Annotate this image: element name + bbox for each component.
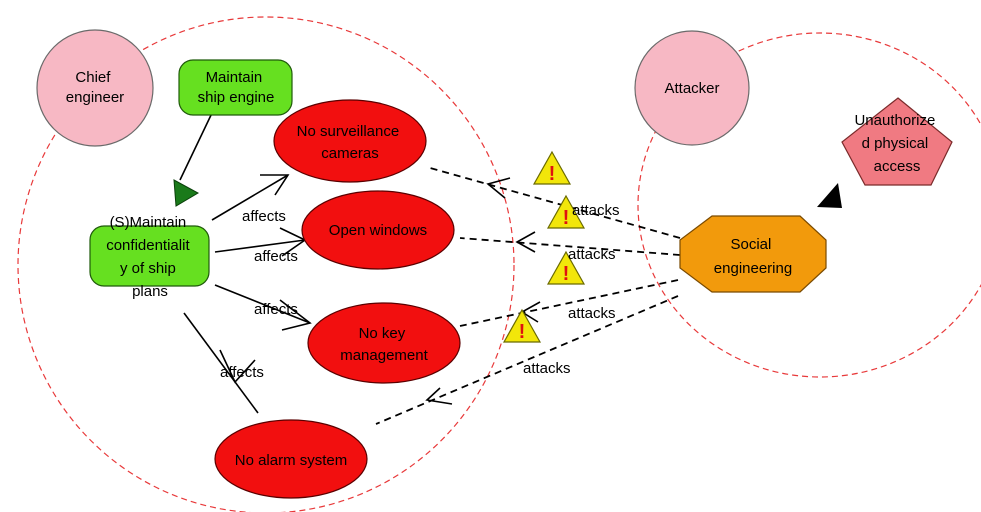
attacks-label-alarm: attacks <box>523 360 571 377</box>
warning-icons: ! ! ! ! <box>502 150 586 343</box>
arrowhead-alarm <box>219 349 256 384</box>
confidentiality-line: confidentialit <box>106 237 190 254</box>
affects-label-key-management: affects <box>254 301 298 318</box>
social-engineering-threat[interactable] <box>679 215 827 293</box>
edge-affects-key-management <box>214 284 311 324</box>
confidentiality-label: (S)Maintain confidentialit y of ship pla… <box>106 214 194 300</box>
cameras-line: No surveillance <box>297 123 400 140</box>
confidentiality-line: plans <box>132 283 168 300</box>
open-windows-vulnerability[interactable] <box>301 190 455 270</box>
no-alarm-system-vulnerability[interactable] <box>214 419 368 499</box>
warning-icon: ! <box>546 250 586 285</box>
unauthorized-line: d physical <box>862 135 929 152</box>
svg-text:!: ! <box>549 163 556 185</box>
goal-arrowhead <box>173 179 200 207</box>
edge-attacks-alarm <box>375 295 679 425</box>
warning-icon: ! <box>532 150 572 185</box>
attacker-goal-arrowhead <box>817 183 842 208</box>
svg-text:!: ! <box>563 263 570 285</box>
social-engineering-label: Social engineering <box>714 236 792 277</box>
attacker-label: Attacker <box>664 80 719 97</box>
attacker-boundary <box>637 32 981 378</box>
edge-maintain-to-confidentiality <box>179 112 213 181</box>
key-management-line: management <box>340 347 428 364</box>
no-key-management-vulnerability[interactable] <box>307 302 461 384</box>
social-engineering-line: Social <box>730 236 771 253</box>
open-windows-label: Open windows <box>329 222 427 239</box>
social-engineering-line: engineering <box>714 260 792 277</box>
attack-arrowhead-windows <box>515 231 536 253</box>
arrowhead-key-management <box>279 299 312 331</box>
unauthorized-physical-access-goal[interactable] <box>841 97 953 186</box>
attacks-label-windows: attacks <box>568 246 616 263</box>
confidentiality-line: y of ship <box>120 260 176 277</box>
no-key-management-label: No key management <box>340 325 428 364</box>
attack-arrowhead-cameras <box>486 177 511 199</box>
cameras-line: cameras <box>321 145 379 162</box>
unauthorized-line: Unauthorize <box>854 112 935 129</box>
attack-arrowhead-alarm <box>425 387 453 405</box>
unauthorized-line: access <box>874 158 921 175</box>
maintain-engine-goal[interactable] <box>178 59 293 116</box>
edge-attacks-cameras <box>429 167 681 239</box>
unauthorized-physical-access-label: Unauthorize d physical access <box>854 112 939 175</box>
edge-attacks-key-management <box>459 279 679 327</box>
warning-icon: ! <box>546 194 586 229</box>
attacker-actor[interactable] <box>634 30 750 146</box>
arrowhead-cameras <box>260 174 290 196</box>
chief-engineer-line: engineer <box>66 89 124 106</box>
maintain-engine-line: Maintain <box>206 69 263 86</box>
chief-engineer-boundary <box>17 16 515 512</box>
edge-affects-windows <box>214 239 306 253</box>
chief-engineer-label: Chief engineer <box>66 69 124 106</box>
svg-text:!: ! <box>519 321 526 343</box>
key-management-line: No key <box>359 325 406 342</box>
confidentiality-goal[interactable] <box>89 225 210 287</box>
edge-affects-alarm <box>183 312 259 414</box>
maintain-engine-line: ship engine <box>198 89 275 106</box>
attacks-label-cameras: attacks <box>572 202 620 219</box>
affects-edges <box>179 112 312 414</box>
chief-engineer-actor[interactable] <box>36 29 154 147</box>
chief-engineer-line: Chief <box>75 69 111 86</box>
maintain-engine-label: Maintain ship engine <box>198 69 275 106</box>
no-surveillance-cameras-label: No surveillance cameras <box>297 123 404 162</box>
attack-arrowheads <box>425 177 541 405</box>
edge-affects-cameras <box>211 174 289 221</box>
no-surveillance-cameras-vulnerability[interactable] <box>273 99 427 183</box>
affects-label-alarm: affects <box>220 364 264 381</box>
attacks-edges <box>375 167 681 425</box>
attacks-label-key-management: attacks <box>568 305 616 322</box>
affects-label-windows: affects <box>254 248 298 265</box>
warning-icon: ! <box>502 308 542 343</box>
edge-attacks-windows <box>459 237 681 256</box>
confidentiality-line: (S)Maintain <box>110 214 187 231</box>
svg-text:!: ! <box>563 207 570 229</box>
no-alarm-system-label: No alarm system <box>235 452 348 469</box>
affects-label-cameras: affects <box>242 208 286 225</box>
